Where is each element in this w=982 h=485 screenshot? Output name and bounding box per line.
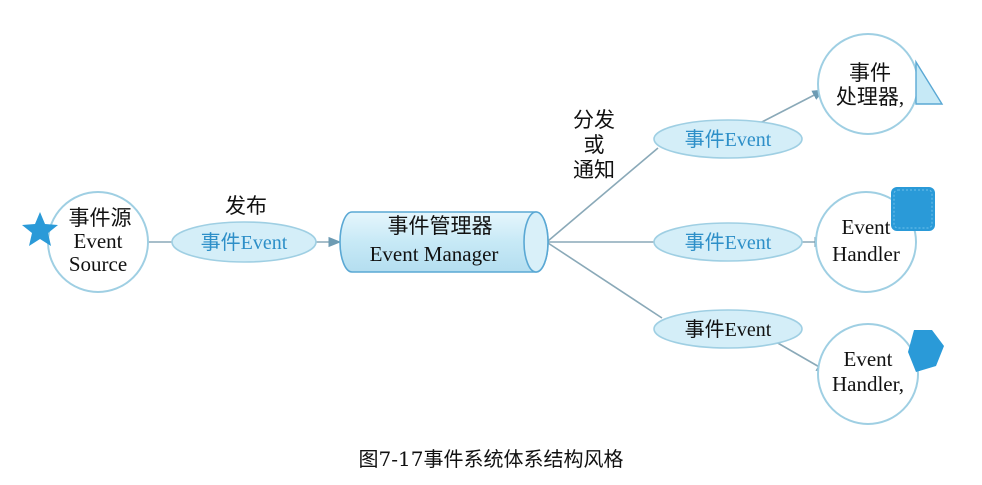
event-out-label-3: 事件Event	[685, 318, 772, 341]
handler-node-3: Event Handler,	[817, 323, 944, 425]
event-manager-label-2: Event Manager	[370, 242, 499, 266]
connector-manager-to-event-1	[547, 147, 659, 242]
handler-2-label-1: Event	[842, 215, 891, 239]
event-out-label-2: 事件Event	[685, 231, 772, 254]
dispatch-label-3: 通知	[573, 158, 615, 182]
handler-3-label-2: Handler,	[832, 372, 904, 396]
handler-1-label-2: 处理器,	[836, 85, 904, 109]
event-source-label-3: Source	[69, 252, 127, 276]
event-source-node: 事件源 Event Source	[22, 191, 149, 293]
event-out-label-1: 事件Event	[685, 128, 772, 151]
figure-caption: 图7-17事件系统体系结构风格	[359, 447, 624, 471]
event-out-node-1: 事件Event	[653, 119, 803, 159]
event-source-label-1: 事件源	[69, 206, 132, 230]
pentagon-icon	[908, 330, 944, 372]
square-icon	[891, 187, 935, 231]
dispatch-label-2: 或	[584, 133, 605, 157]
event-source-label-2: Event	[74, 229, 123, 253]
handler-3-label-1: Event	[844, 347, 893, 371]
publish-label: 发布	[225, 194, 267, 218]
triangle-icon	[915, 59, 944, 105]
handler-2-label-2: Handler	[832, 242, 900, 266]
handler-node-1: 事件 处理器,	[817, 33, 944, 135]
event-manager-label-1: 事件管理器	[388, 214, 493, 238]
handler-node-2: Event Handler	[815, 187, 935, 293]
event-publish-node: 事件Event	[171, 221, 317, 263]
event-out-node-3: 事件Event	[653, 309, 803, 349]
arrow-event-1-to-handler-1	[757, 89, 826, 125]
dispatch-label-1: 分发	[573, 108, 615, 132]
event-manager-node: 事件管理器 Event Manager	[339, 211, 549, 273]
star-icon	[22, 212, 58, 246]
event-publish-label: 事件Event	[201, 231, 288, 254]
connector-manager-to-event-3	[547, 242, 663, 319]
event-out-node-2: 事件Event	[653, 222, 803, 262]
handler-1-label-1: 事件	[849, 61, 891, 85]
